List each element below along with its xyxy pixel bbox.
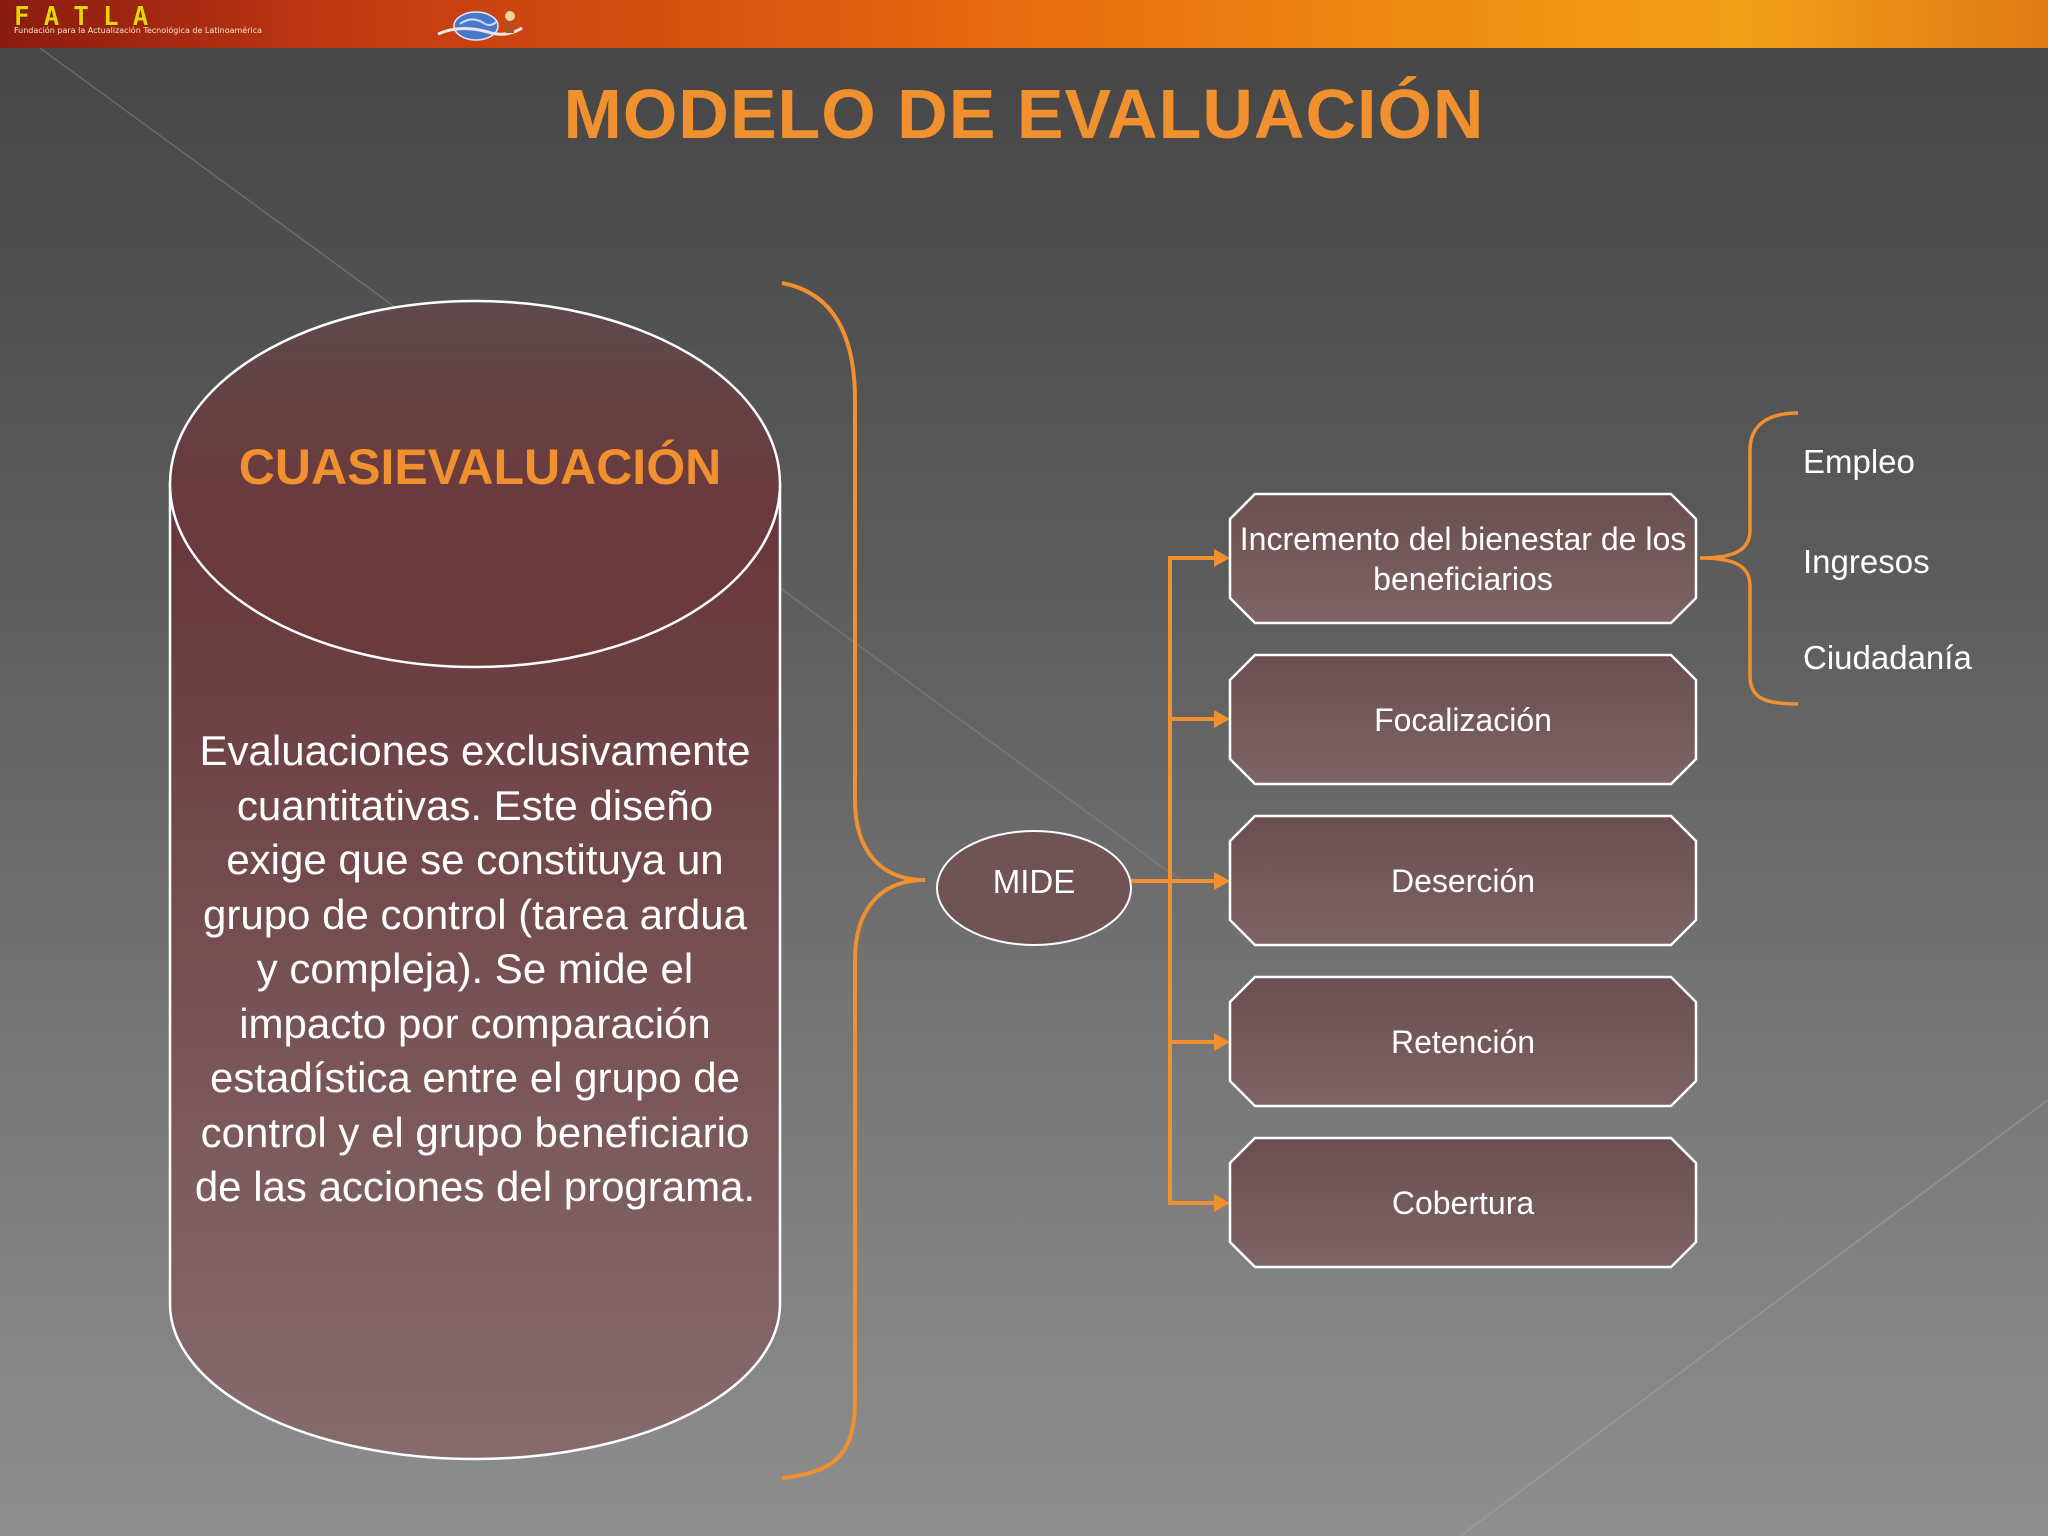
connector-lines bbox=[1131, 556, 1218, 1205]
cylinder-shape bbox=[168, 299, 782, 1461]
logo-subtitle: Fundación para la Actualización Tecnológ… bbox=[14, 26, 263, 35]
outcome-label-bienestar: Incremento del bienestar de los benefici… bbox=[1239, 520, 1687, 597]
sub-outcome-ingresos: Ingresos bbox=[1803, 543, 1930, 580]
cylinder-heading: CUASIEVALUACIÓN bbox=[238, 439, 722, 495]
outcome-label-cobertura: Cobertura bbox=[1391, 1184, 1535, 1221]
logo: FATLA bbox=[14, 2, 163, 32]
big-brace bbox=[781, 281, 926, 1480]
page-title: MODELO DE EVALUACIÓN bbox=[563, 75, 1485, 153]
outcome-box-cobertura bbox=[1228, 1136, 1698, 1269]
outcome-boxes bbox=[1228, 492, 1698, 1269]
arrowheads bbox=[1214, 549, 1230, 1212]
mide-label: MIDE bbox=[992, 863, 1076, 900]
outcome-box-focalizacion bbox=[1228, 653, 1698, 786]
sub-outcome-empleo: Empleo bbox=[1803, 443, 1915, 480]
outcome-box-bienestar bbox=[1228, 492, 1698, 625]
cylinder-description: Evaluaciones exclusivamente cuantitativa… bbox=[194, 727, 756, 1210]
globe-icon bbox=[437, 11, 523, 41]
small-brace bbox=[1699, 411, 1799, 706]
header-banner: FATLA Fundación para la Actualización Te… bbox=[0, 0, 2048, 48]
outcome-label-desercion: Deserción bbox=[1390, 862, 1536, 899]
sub-outcome-ciudadania: Ciudadanía bbox=[1803, 639, 1972, 676]
outcome-box-desercion bbox=[1228, 814, 1698, 947]
mide-node bbox=[936, 830, 1132, 946]
outcome-label-focalizacion: Focalización bbox=[1374, 701, 1552, 738]
outcome-label-retencion: Retención bbox=[1390, 1023, 1536, 1060]
outcome-box-retencion bbox=[1228, 975, 1698, 1108]
